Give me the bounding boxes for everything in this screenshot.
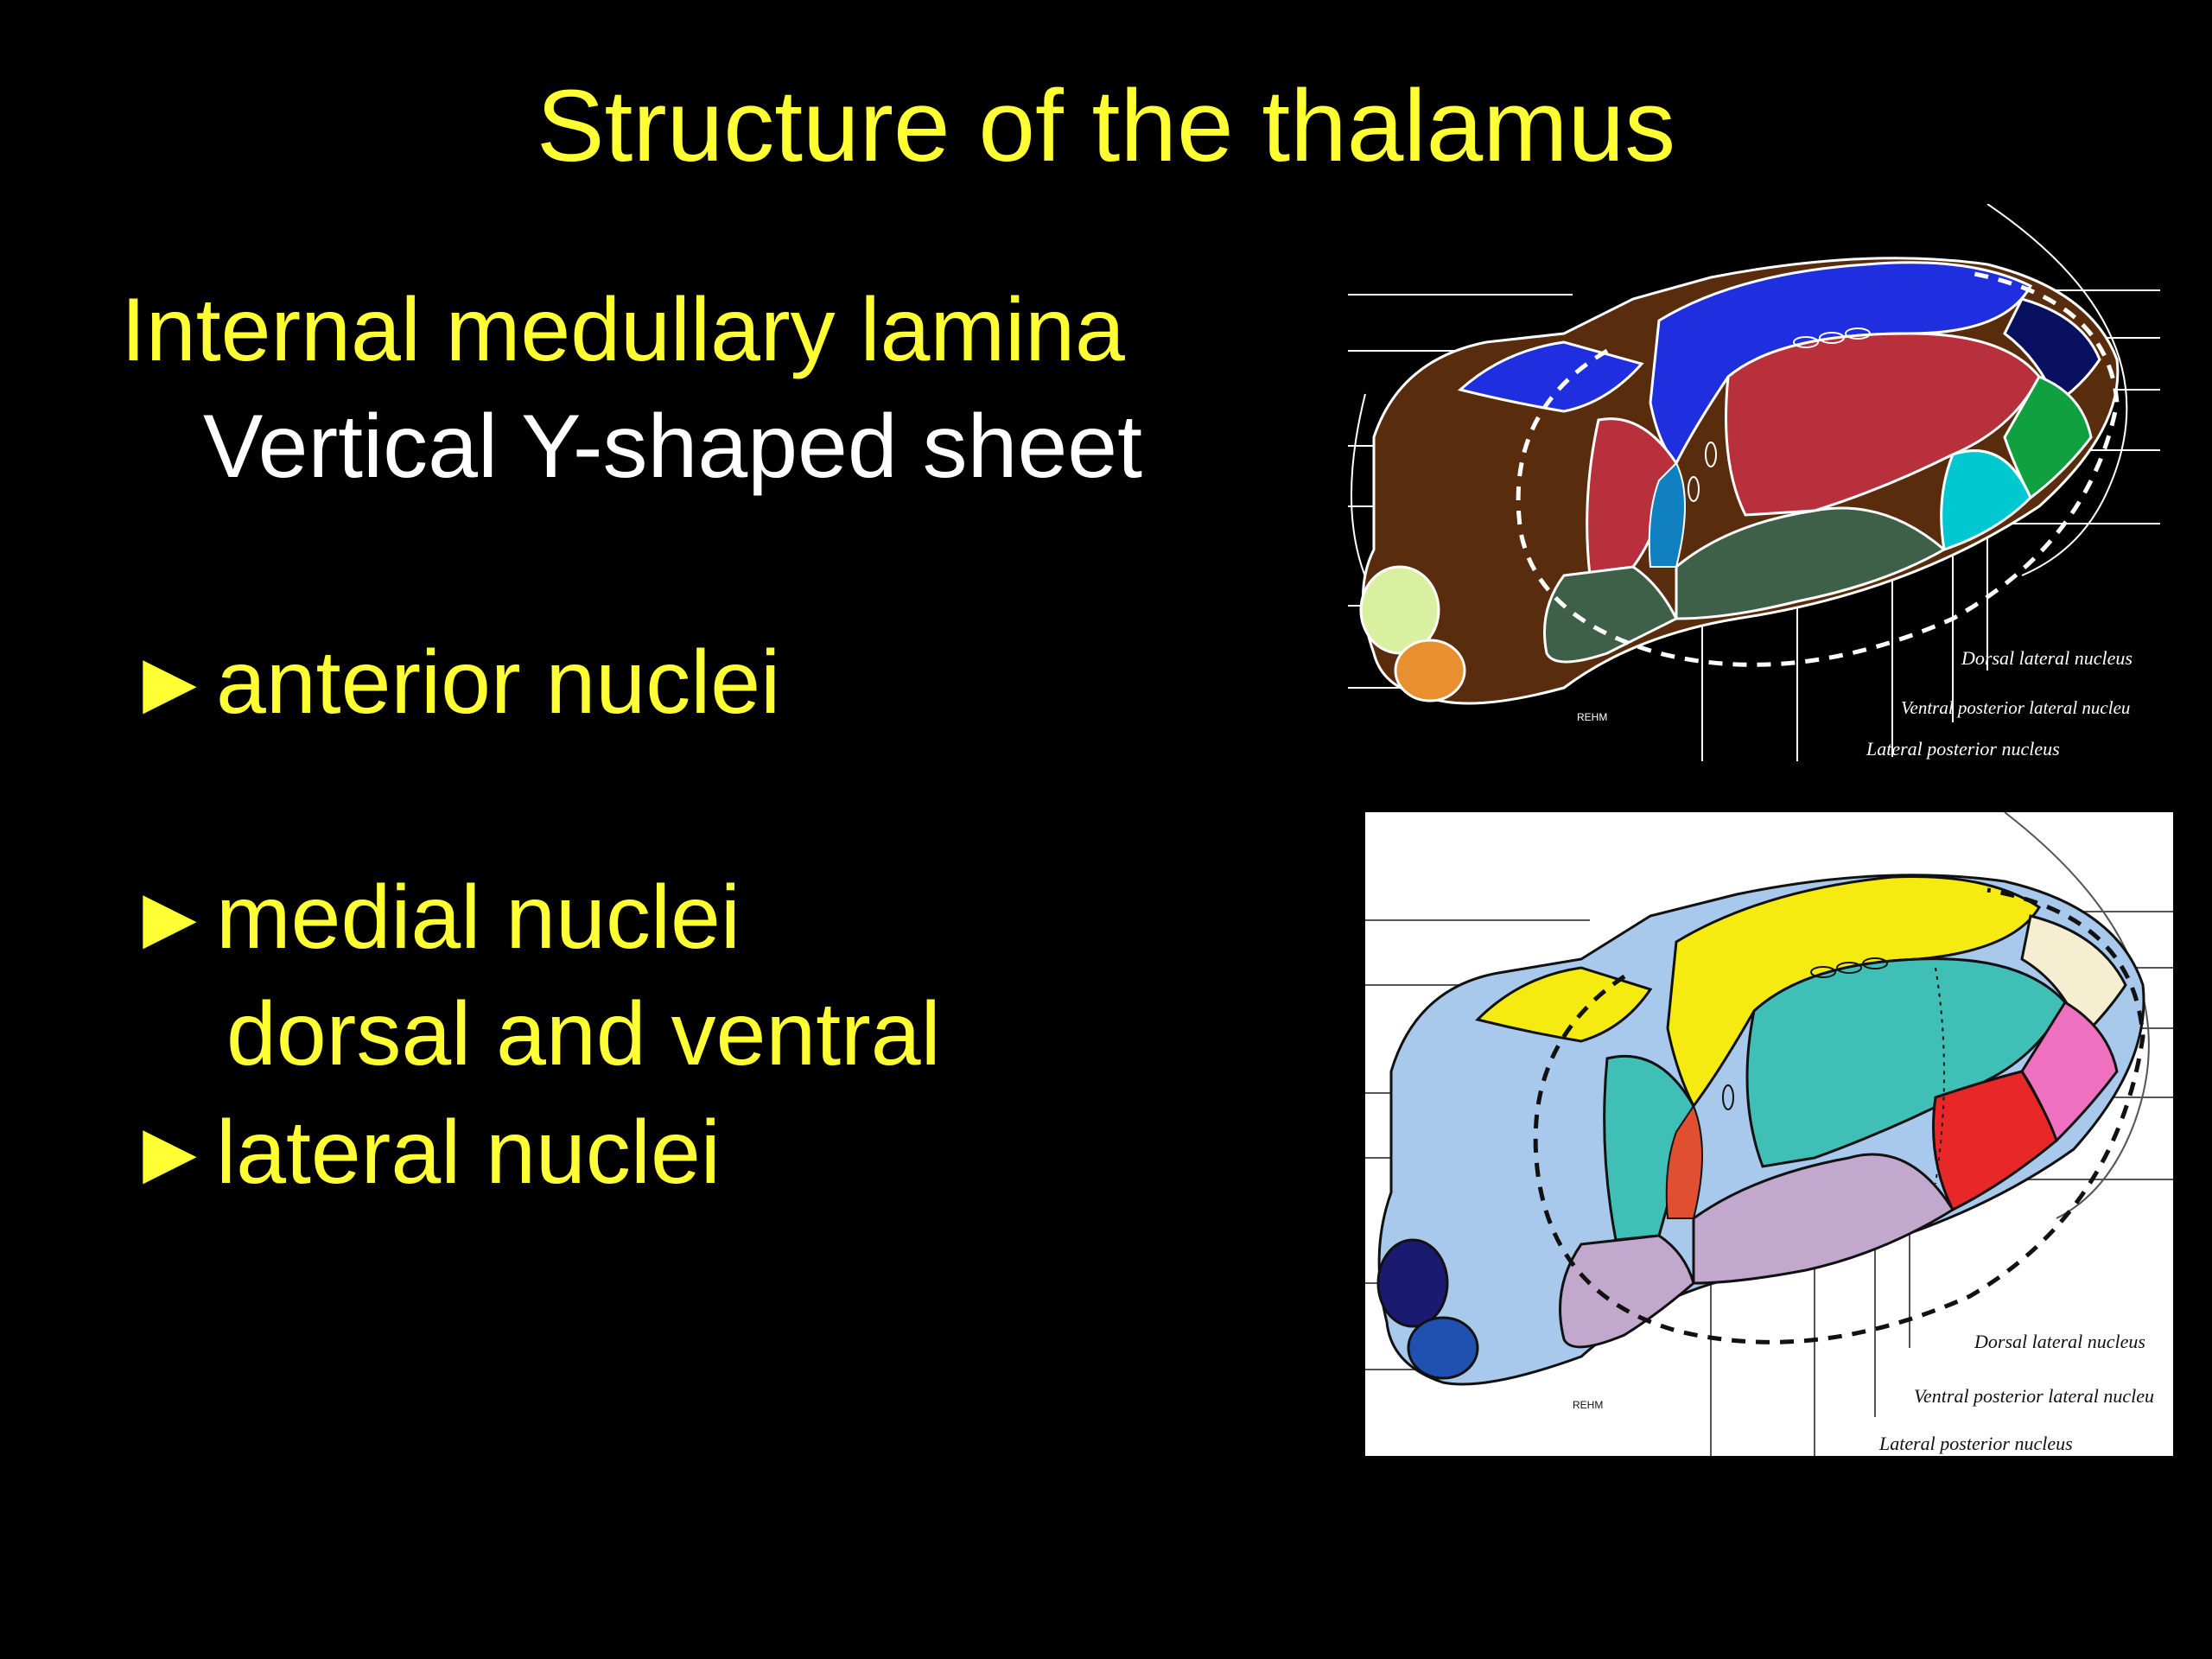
ventral-medial-region [1559, 1234, 1695, 1349]
small-ovals [1688, 327, 1871, 502]
thalamus-light-svg: REHM Dorsal lateral nucleus Ventral post… [1365, 812, 2173, 1456]
thalamus-diagram-dark: REHM Dorsal lateral nucleus Ventral post… [1348, 204, 2160, 761]
thalamus-diagram-light: REHM Dorsal lateral nucleus Ventral post… [1365, 812, 2173, 1456]
red-region [1932, 1070, 2058, 1212]
artist-mark: REHM [1577, 711, 1607, 723]
caption-dorsal-lateral: Dorsal lateral nucleus [1961, 647, 2133, 669]
green-region [2003, 375, 2093, 500]
reticular-band [1665, 1103, 1703, 1219]
anterior-nucleus-cap [1475, 966, 1653, 1043]
caption-ventral-posterior-lateral: Ventral posterior lateral nucleu [1901, 697, 2130, 718]
cream-region [2020, 914, 2127, 1039]
ventral-region [1692, 1153, 1955, 1285]
ventral-region [1675, 506, 1947, 620]
bullet-arrow-icon: ► [125, 868, 214, 968]
caption-lateral-posterior: Lateral posterior nucleus [1866, 738, 2060, 760]
bullet-arrow-icon: ► [125, 1103, 214, 1203]
ventral-medial-region [1543, 565, 1679, 664]
caption-dorsal-lateral: Dorsal lateral nucleus [1974, 1331, 2145, 1352]
bullet-anterior-nuclei: ►anterior nuclei [125, 629, 780, 736]
bullet-medial-nuclei: ►medial nuclei [125, 864, 741, 971]
dark-blue-region [2003, 297, 2101, 405]
orange-knob [1394, 639, 1466, 702]
small-ovals [1722, 957, 1888, 1110]
blue-knob [1407, 1316, 1479, 1380]
dotted-line [1935, 967, 1945, 1185]
lateral-dorsal-region [1725, 332, 2041, 517]
bullet-medial-subtext: dorsal and ventral [226, 984, 941, 1084]
reticular-band [1648, 461, 1686, 568]
navy-knob [1376, 1238, 1449, 1328]
caption-lateral-posterior: Lateral posterior nucleus [1878, 1433, 2073, 1454]
lateral-dorsal-region [1745, 957, 2067, 1168]
subheading-vertical-sheet: Vertical Y-shaped sheet [203, 397, 1143, 497]
bullet-label: lateral nuclei [216, 1103, 721, 1203]
slide-title: Structure of the thalamus [536, 69, 1676, 183]
thalamus-dark-svg: REHM Dorsal lateral nucleus Ventral post… [1348, 204, 2160, 761]
bullet-lateral-nuclei: ►lateral nuclei [125, 1099, 721, 1206]
bullet-label: anterior nuclei [216, 632, 781, 733]
bullet-label: medial nuclei [216, 868, 741, 968]
heading-internal-medullary-lamina: Internal medullary lamina [121, 280, 1125, 380]
anterior-nucleus-dorsal [1666, 874, 2042, 1109]
caption-ventral-posterior-lateral: Ventral posterior lateral nucleu [1914, 1385, 2154, 1407]
anterior-nucleus-dorsal [1649, 261, 2033, 466]
artist-mark: REHM [1573, 1399, 1603, 1411]
bullet-arrow-icon: ► [125, 632, 214, 733]
cyan-region [1940, 449, 2032, 551]
pale-knob [1359, 565, 1440, 655]
